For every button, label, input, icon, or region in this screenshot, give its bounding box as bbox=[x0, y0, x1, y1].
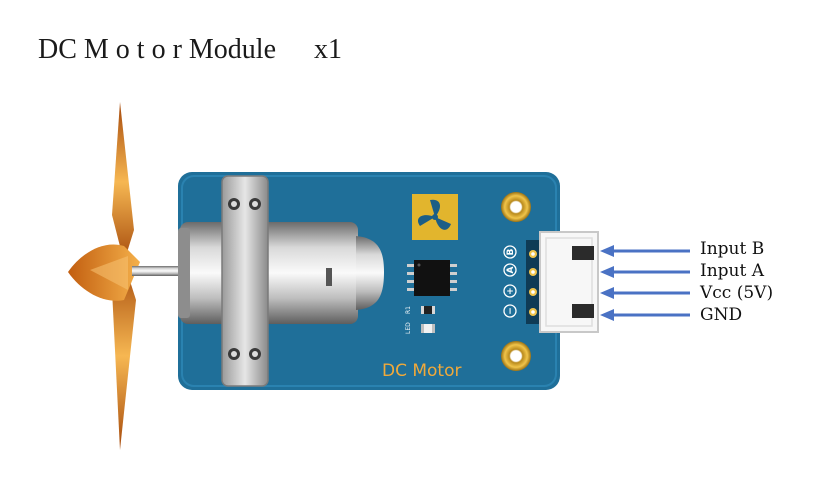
arrow-vcc bbox=[600, 287, 690, 299]
pin-label-input-a: Input A bbox=[700, 261, 765, 281]
propeller-blade-lower bbox=[112, 262, 136, 450]
pin-header bbox=[526, 231, 599, 333]
led bbox=[421, 324, 435, 333]
fan-logo-icon bbox=[412, 194, 458, 240]
propeller bbox=[68, 102, 140, 450]
pin-label-input-b: Input B bbox=[700, 239, 765, 259]
motor-clamp bbox=[221, 175, 269, 387]
driver-chip bbox=[407, 260, 457, 296]
arrow-input-a bbox=[600, 266, 690, 278]
pin-label-vcc: Vcc (5V) bbox=[700, 283, 774, 303]
clamp-screws bbox=[228, 198, 261, 360]
arrow-gnd bbox=[600, 309, 690, 321]
resistor-r1 bbox=[421, 306, 435, 314]
motor bbox=[178, 222, 384, 324]
pin-mark-plus: + bbox=[506, 287, 514, 297]
motor-shaft bbox=[132, 266, 180, 276]
label-r1: R1 bbox=[405, 306, 412, 314]
propeller-blade-upper bbox=[112, 102, 134, 262]
arrow-input-b bbox=[600, 245, 690, 257]
mounting-hole-bottom bbox=[501, 341, 531, 371]
module-name: DC M o t o r Module bbox=[38, 34, 276, 65]
module-quantity: x1 bbox=[314, 34, 342, 65]
board-silkscreen-label: DC Motor bbox=[382, 361, 462, 381]
label-led: LED bbox=[405, 322, 412, 334]
pin-mark-b: B bbox=[506, 248, 516, 255]
mounting-hole-top bbox=[501, 192, 531, 222]
pin-label-gnd: GND bbox=[700, 305, 743, 325]
pin-arrows bbox=[600, 245, 690, 321]
pin-marks: B A + − bbox=[503, 245, 517, 318]
module-title: DC M o t o r Module x1 bbox=[38, 34, 342, 66]
pin-mark-minus: − bbox=[506, 307, 516, 315]
pin-mark-a: A bbox=[506, 266, 516, 273]
